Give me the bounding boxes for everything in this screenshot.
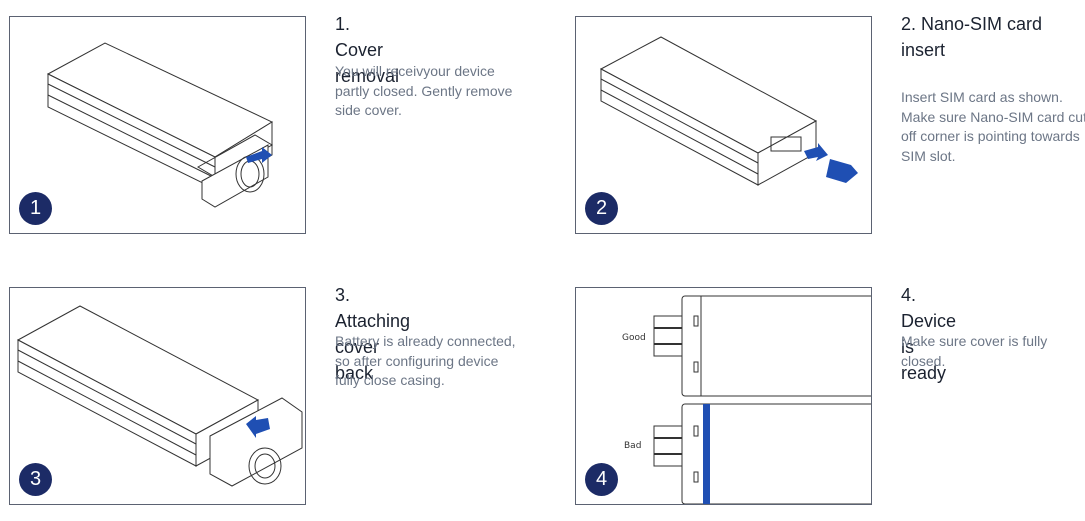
step-title: 1. Cover removal: [335, 14, 400, 86]
device-cover-removal-illustration: [46, 42, 274, 208]
arrow-icon: [804, 143, 828, 161]
step-title: 4. Device is ready: [901, 285, 957, 383]
step-number-badge: 2: [585, 192, 618, 225]
step-number-badge: 1: [19, 192, 52, 225]
bad-label: Bad: [624, 441, 641, 451]
sim-card-insert-illustration: [599, 36, 858, 186]
step-4-image-frame: Good Bad 4: [575, 287, 872, 505]
step-number-badge: 3: [19, 463, 52, 496]
step-title: 3. Attaching cover back: [335, 285, 411, 383]
good-label: Good: [622, 333, 646, 343]
step-description: Make sure cover is fully closed.: [901, 333, 1048, 369]
step-number-badge: 4: [585, 463, 618, 496]
step-title: 2. Nano-SIM card insert: [901, 14, 1043, 60]
step-3-image-frame: 3: [9, 287, 306, 505]
step-2-image-frame: 2: [575, 16, 872, 234]
gap-highlight: [703, 404, 710, 504]
step-description: You will receivyour device partly closed…: [335, 63, 513, 118]
step-1-image-frame: 1: [9, 16, 306, 234]
arrow-icon: [246, 416, 270, 438]
arrow-icon: [246, 147, 272, 163]
cover-attach-illustration: [16, 305, 303, 487]
step-description: Insert SIM card as shown. Make sure Nano…: [901, 89, 1085, 164]
cover-closed-comparison-illustration: Good Bad: [622, 295, 871, 504]
step-description: Battery is already connected, so after c…: [335, 333, 516, 388]
sim-card-icon: [826, 159, 858, 183]
